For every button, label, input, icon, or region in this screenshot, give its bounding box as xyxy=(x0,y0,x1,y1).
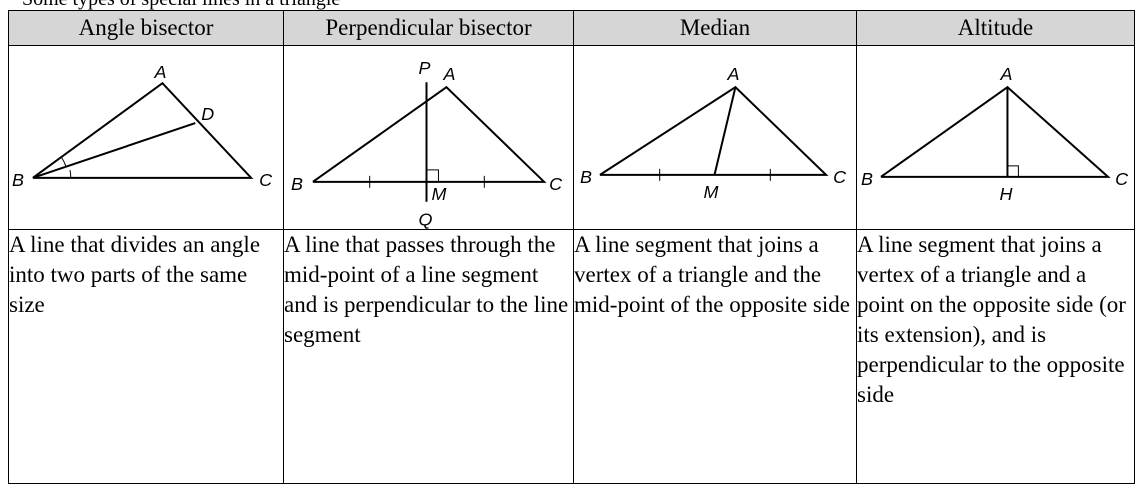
label-m: M xyxy=(704,182,719,202)
header-angle-bisector: Angle bisector xyxy=(8,10,284,46)
description-row: A line that divides an angle into two pa… xyxy=(8,229,1135,484)
label-c: C xyxy=(1115,169,1129,189)
median-am xyxy=(713,86,737,176)
header-altitude: Altitude xyxy=(856,10,1135,46)
triangle-abc xyxy=(32,81,254,179)
label-a: A xyxy=(442,64,455,84)
label-d: D xyxy=(201,104,214,124)
description-median: A line segment that joins a vertex of a … xyxy=(573,229,857,484)
altitude-diagram: A B H C xyxy=(861,64,1129,204)
description-altitude: A line segment that joins a vertex of a … xyxy=(856,229,1135,484)
diagram-altitude-cell: A B H C xyxy=(856,45,1135,230)
description-perpendicular-bisector: A line that passes through the mid-point… xyxy=(283,229,574,484)
angle-arc-lower xyxy=(69,169,72,178)
header-median: Median xyxy=(573,10,857,46)
triangle-abc xyxy=(599,85,829,176)
angle-arc-upper xyxy=(60,156,67,167)
diagram-median-cell: A B M C xyxy=(573,45,857,230)
label-c: C xyxy=(259,170,273,190)
label-c: C xyxy=(549,174,563,194)
label-b: B xyxy=(291,174,303,194)
bisector-bd xyxy=(32,122,196,179)
label-p: P xyxy=(419,58,431,78)
label-b: B xyxy=(12,170,24,190)
triangle-abc xyxy=(880,85,1111,178)
right-angle-mark xyxy=(426,169,439,182)
label-m: M xyxy=(431,184,446,204)
label-a: A xyxy=(153,62,166,82)
right-angle-mark xyxy=(1007,165,1019,177)
label-a: A xyxy=(726,64,739,84)
perpendicular-bisector-diagram: P A B M C Q xyxy=(291,58,563,229)
header-row: Angle bisector Perpendicular bisector Me… xyxy=(8,10,1135,46)
median-diagram: A B M C xyxy=(580,64,847,202)
diagram-row: A D B C P A B M C xyxy=(8,45,1135,230)
description-angle-bisector: A line that divides an angle into two pa… xyxy=(8,229,284,484)
diagram-perpendicular-bisector-cell: P A B M C Q xyxy=(283,45,574,230)
triangle-lines-table: Angle bisector Perpendicular bisector Me… xyxy=(8,10,1135,484)
header-perpendicular-bisector: Perpendicular bisector xyxy=(283,10,574,46)
triangle-abc xyxy=(312,85,547,183)
label-c: C xyxy=(833,167,847,187)
label-q: Q xyxy=(419,210,433,229)
angle-bisector-diagram: A D B C xyxy=(12,62,273,190)
label-b: B xyxy=(580,167,592,187)
label-h: H xyxy=(999,184,1012,204)
label-b: B xyxy=(861,169,873,189)
label-a: A xyxy=(999,64,1012,84)
diagram-angle-bisector-cell: A D B C xyxy=(8,45,284,230)
